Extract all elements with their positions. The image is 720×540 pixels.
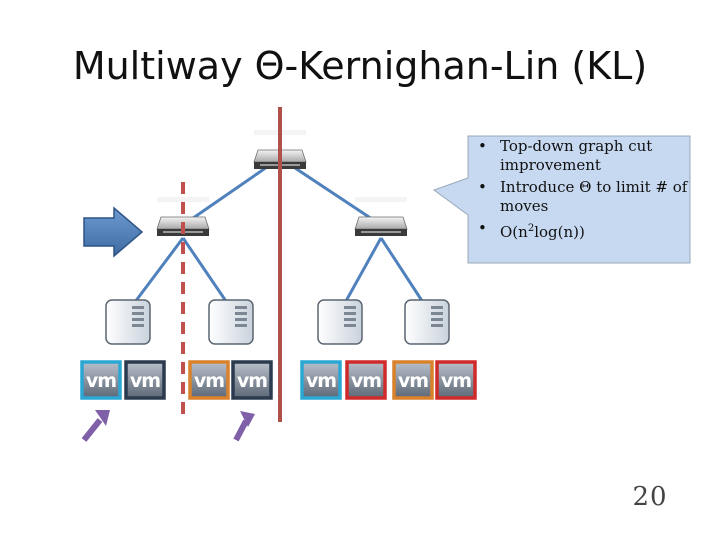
callout-bullet-list: Top-down graph cut improvement Introduce… [474, 137, 688, 242]
switch-right [354, 197, 408, 236]
vm-label: vm [194, 370, 224, 392]
vm-label: vm [237, 370, 267, 392]
link-left-server1 [127, 237, 185, 311]
vm-label: vm [351, 370, 381, 392]
vm-2: vm [124, 360, 166, 400]
page-number: 20 [632, 482, 668, 512]
pointer-arrow-icon [83, 206, 144, 258]
vm-label: vm [86, 370, 116, 392]
vm-6: vm [345, 360, 387, 400]
link-right-server3 [339, 237, 383, 311]
vm-5: vm [300, 360, 342, 400]
callout-text: Top-down graph cut improvement Introduce… [474, 137, 688, 245]
vm-1: vm [80, 360, 122, 400]
link-root-right [279, 156, 382, 227]
vm-8: vm [435, 360, 477, 400]
vm-4: vm [231, 360, 273, 400]
vm-label: vm [398, 370, 428, 392]
bullet-complexity: O(n2log(n)) [474, 219, 688, 242]
server-1 [105, 299, 151, 345]
vm-label: vm [441, 370, 471, 392]
server-3 [317, 299, 363, 345]
move-arrow-right-icon [233, 411, 255, 442]
bullet-graph-cut: Top-down graph cut improvement [474, 137, 688, 175]
vm-7: vm [392, 360, 434, 400]
link-right-server4 [379, 237, 430, 311]
bullet-theta-limit: Introduce Θ to limit # of moves [474, 178, 688, 216]
link-root-left [182, 156, 281, 227]
network-links [127, 156, 430, 311]
slide-title: Multiway Θ-Kernighan-Lin (KL) [72, 44, 648, 88]
link-left-server2 [181, 237, 234, 311]
server-4 [404, 299, 450, 345]
vm-label: vm [306, 370, 336, 392]
server-2 [208, 299, 254, 345]
vm-3: vm [188, 360, 230, 400]
move-arrow-left-icon [81, 410, 110, 442]
vm-label: vm [130, 370, 160, 392]
complexity-formula: O(n2log(n)) [500, 223, 585, 241]
